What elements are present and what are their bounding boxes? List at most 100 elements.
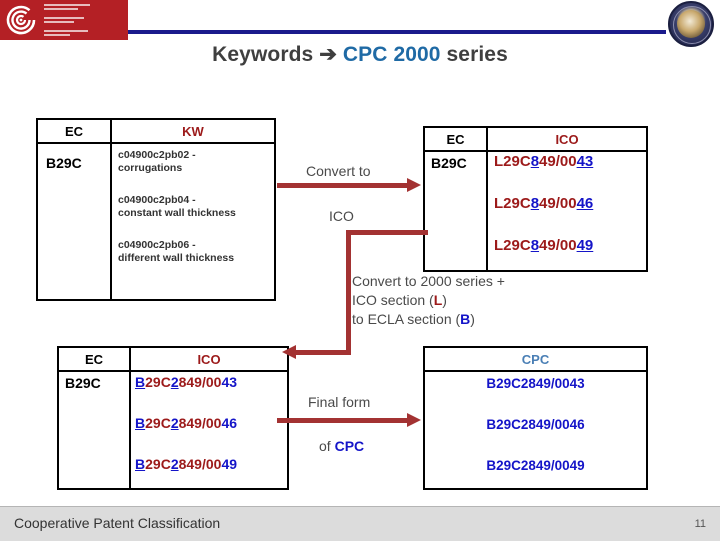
cell-ico-list: B29C2849/0043 B29C2849/0046 B29C2849/004…: [131, 372, 287, 490]
table-row: B29C B29C2849/0043 B29C2849/0046 B29C284…: [59, 372, 287, 490]
header-ico: ICO: [197, 351, 221, 367]
table-row: B29C c04900c2pb02 - corrugations c04900c…: [38, 144, 274, 301]
page-title-part3: series: [446, 43, 508, 66]
label-of-cpc: of CPC: [319, 438, 364, 454]
ico-seg-suffix: 43: [221, 374, 238, 390]
footer-title: Cooperative Patent Classification: [14, 515, 221, 531]
kw-code: c04900c2pb06 -: [118, 239, 196, 251]
ec-value: B29C: [65, 375, 101, 391]
footer-page-number: 11: [694, 518, 706, 530]
ico-seg-prefix: L29C: [494, 195, 531, 212]
ico-item: B29C2849/0043: [135, 374, 287, 390]
ec-value: B29C: [46, 155, 82, 171]
ico-seg-main: 849/00: [178, 415, 222, 431]
label-final-form: Final form: [308, 394, 371, 410]
slide-footer: Cooperative Patent Classification 11: [0, 506, 720, 541]
ico-seg-series: 2: [170, 456, 179, 472]
kw-item: c04900c2pb02 - corrugations: [118, 149, 274, 174]
kw-code: c04900c2pb02 -: [118, 149, 196, 161]
arrow-glyph-icon: ➔: [319, 43, 337, 66]
ico-seg-class: 29C: [145, 456, 171, 472]
cpc-item: B29C2849/0043: [486, 376, 585, 391]
ico-seg-series: 8: [530, 195, 540, 212]
elbow-ico-to-ico: [282, 230, 428, 362]
kw-desc: corrugations: [118, 161, 183, 174]
uspto-seal-icon: [668, 1, 714, 47]
note-line-2-letter: L: [433, 292, 443, 308]
ico-seg-main: 849/00: [178, 374, 222, 390]
note-line-3: to ECLA section (B): [352, 310, 505, 329]
ico-item: L29C849/0043: [494, 154, 646, 170]
header-rule: [128, 30, 666, 34]
ico-seg-suffix: 49: [576, 237, 594, 254]
header-cpc: CPC: [521, 351, 550, 367]
arrow-kw-to-ico: [277, 178, 423, 192]
ico-seg-main: 849/00: [178, 456, 222, 472]
epo-logo-wordmark: [44, 4, 106, 38]
ico-item: B29C2849/0049: [135, 456, 287, 472]
note-line-1: Convert to 2000 series +: [352, 273, 505, 289]
table-header-row: EC KW: [38, 120, 274, 144]
header-ico: ICO: [555, 131, 579, 147]
ico-seg-section: B: [135, 415, 146, 431]
ico-seg-suffix: 46: [221, 415, 238, 431]
page-title: Keywords ➔ CPC 2000 series: [0, 42, 720, 67]
kw-item: c04900c2pb04 - constant wall thickness: [118, 194, 274, 219]
ico-seg-class: 29C: [145, 415, 171, 431]
cell-ec-value: B29C: [38, 144, 112, 301]
kw-desc: different wall thickness: [118, 251, 235, 264]
arrow-ico-to-cpc: [277, 413, 423, 427]
cpc-item: B29C2849/0046: [486, 417, 585, 432]
ico-seg-suffix: 43: [576, 153, 594, 170]
ico-seg-class: 29C: [145, 374, 171, 390]
cell-kw-list: c04900c2pb02 - corrugations c04900c2pb04…: [112, 144, 274, 301]
table-row: B29C L29C849/0043 L29C849/0046 L29C849/0…: [425, 152, 646, 272]
slide-header: [0, 0, 720, 47]
note-convert-2000-series: Convert to 2000 series + ICO section (L)…: [352, 272, 505, 329]
label-of: of: [319, 438, 331, 454]
table-header-row: CPC: [425, 348, 646, 372]
kw-item: c04900c2pb06 - different wall thickness: [118, 239, 274, 264]
kw-code: c04900c2pb04 -: [118, 194, 196, 206]
note-line-2: ICO section (L): [352, 291, 505, 310]
cell-ico-list: L29C849/0043 L29C849/0046 L29C849/0049: [488, 152, 646, 272]
table-ec-kw: EC KW B29C c04900c2pb02 - corrugations c…: [36, 118, 276, 301]
label-cpc: CPC: [334, 438, 365, 454]
cell-ec-value: B29C: [59, 372, 131, 490]
ico-seg-suffix: 49: [221, 456, 238, 472]
label-ico: ICO: [329, 208, 354, 224]
ico-seg-prefix: L29C: [494, 153, 531, 170]
label-convert-to: Convert to: [306, 163, 371, 179]
cell-ec-value: B29C: [425, 152, 488, 272]
table-header-row: EC ICO: [59, 348, 287, 372]
table-cpc: CPC B29C2849/0043 B29C2849/0046 B29C2849…: [423, 346, 648, 490]
epo-logo: [0, 0, 128, 40]
ico-seg-suffix: 46: [576, 195, 594, 212]
table-ec-ico-bottom: EC ICO B29C B29C2849/0043 B29C2849/0046 …: [57, 346, 289, 490]
epo-swirl-icon: [6, 5, 36, 35]
ico-seg-series: 2: [170, 415, 179, 431]
ico-seg-series: 8: [530, 153, 540, 170]
ico-item: L29C849/0049: [494, 238, 646, 254]
note-line-3-close: ): [470, 311, 475, 327]
note-line-2-close: ): [442, 292, 447, 308]
table-row: B29C2849/0043 B29C2849/0046 B29C2849/004…: [425, 372, 646, 490]
ico-seg-section: B: [135, 456, 146, 472]
header-ec: EC: [38, 120, 112, 142]
header-ec: EC: [425, 128, 488, 150]
page-title-part1: Keywords: [212, 43, 314, 66]
note-line-3-text: to ECLA section (: [352, 311, 461, 327]
header-kw: KW: [182, 123, 204, 139]
ico-item: B29C2849/0046: [135, 415, 287, 431]
ico-seg-series: 2: [170, 374, 179, 390]
note-line-3-letter: B: [460, 311, 471, 327]
ico-seg-prefix: L29C: [494, 237, 531, 254]
header-ec: EC: [59, 348, 131, 370]
ec-value: B29C: [431, 155, 467, 171]
kw-desc: constant wall thickness: [118, 206, 236, 219]
ico-item: L29C849/0046: [494, 196, 646, 212]
page-title-accent: CPC 2000: [342, 43, 441, 66]
table-ec-ico-top: EC ICO B29C L29C849/0043 L29C849/0046 L2…: [423, 126, 648, 272]
table-header-row: EC ICO: [425, 128, 646, 152]
ico-seg-series: 8: [530, 237, 540, 254]
